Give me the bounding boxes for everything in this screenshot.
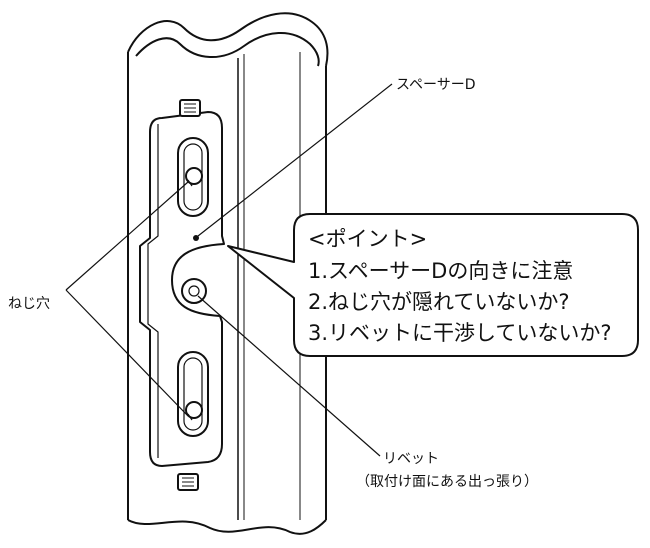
bottom-clip — [177, 473, 199, 491]
top-clip — [179, 99, 201, 117]
rivet-label: リベット — [383, 451, 439, 467]
callout-heading: <ポイント> — [308, 227, 427, 251]
spacer-pointer-dot — [193, 235, 199, 241]
callout-item-1: 1.スペーサーDの向きに注意 — [308, 259, 573, 283]
callout-item-2: 2.ねじ穴が隠れていないか? — [308, 290, 570, 314]
spacer-d-label: スペーサーD — [396, 77, 476, 93]
upper-screw-slot — [177, 137, 209, 217]
rail-post — [127, 12, 329, 535]
rivet-note-label: （取付け面にある出っ張り） — [356, 474, 538, 490]
lower-screw-slot — [177, 351, 209, 437]
screw-hole-label: ねじ穴 — [8, 296, 50, 312]
callout-bubble — [227, 213, 639, 357]
leader-lines — [65, 83, 393, 457]
callout-item-3: 3.リベットに干渉していないか? — [308, 321, 612, 345]
